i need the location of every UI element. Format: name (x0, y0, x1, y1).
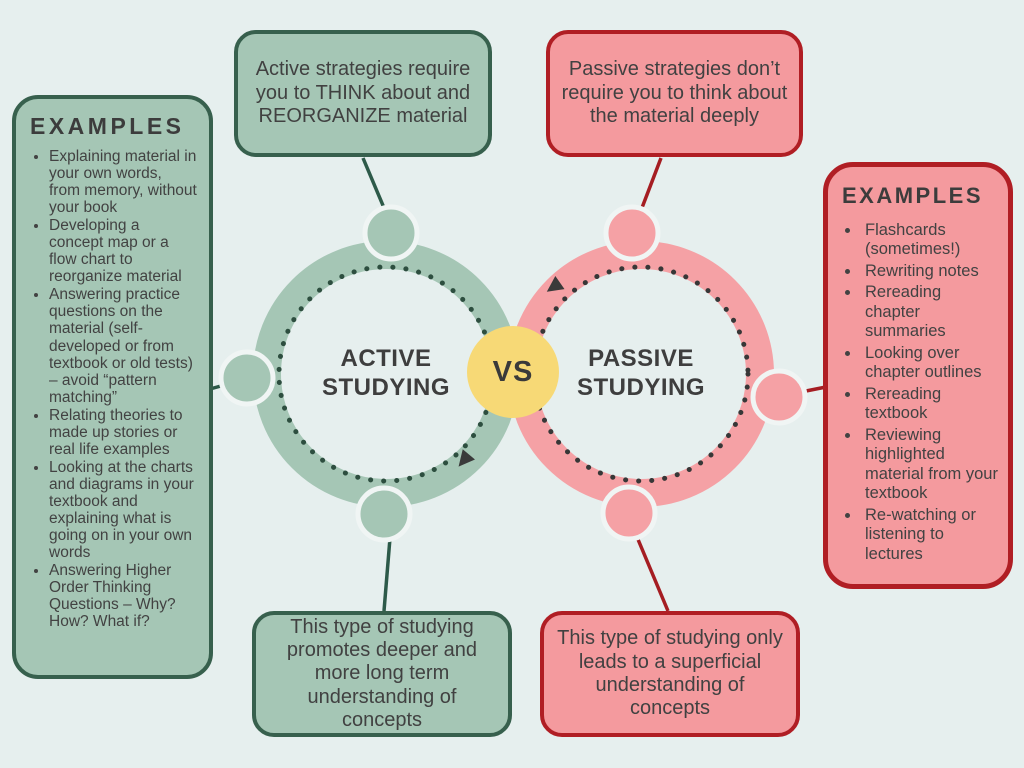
active-outcome-callout: This type of studying promotes deeper an… (252, 611, 512, 737)
active-direction-arrow-icon (458, 449, 475, 467)
passive-node-right (750, 368, 808, 426)
list-item: Answering practice questions on the mate… (49, 286, 197, 405)
active-node-bottom (355, 485, 413, 543)
passive-outcome-text: This type of studying only leads to a su… (557, 627, 783, 720)
list-item: Re-watching or listening to lectures (861, 506, 1000, 564)
passive-direction-arrow-icon (546, 276, 565, 292)
passive-strategy-callout: Passive strategies don’t require you to … (546, 30, 803, 157)
passive-node-top (603, 204, 661, 262)
list-item: Rereading chapter summaries (861, 283, 1000, 341)
vs-label: VS (492, 355, 534, 388)
passive-examples-list: Flashcards (sometimes!) Rewriting notesRe… (842, 221, 1000, 564)
list-item: Looking over chapter outlines (861, 344, 1000, 383)
passive-examples-title: EXAMPLES (842, 183, 984, 208)
vs-badge: VS (467, 326, 559, 418)
list-item: Developing a concept map or a flow chart… (49, 217, 197, 285)
active-examples-panel: EXAMPLES Explaining material in your own… (12, 95, 213, 679)
list-item: Flashcards (sometimes!) (861, 221, 1000, 260)
passive-examples-panel: EXAMPLES Flashcards (sometimes!) Rewritin… (823, 162, 1013, 589)
connector-active-bottom (382, 537, 392, 612)
passive-ring-label: PASSIVE STUDYING (576, 345, 705, 401)
connector-passive-top (638, 157, 663, 214)
active-strategy-callout: Active strategies require you to THINK a… (234, 30, 492, 157)
list-item: Explaining material in your own words, f… (49, 148, 197, 216)
list-item: Rereading textbook (861, 385, 1000, 424)
connector-active-top (361, 157, 389, 216)
list-item: Looking at the charts and diagrams in yo… (49, 459, 197, 561)
passive-strategy-text: Passive strategies don’t require you to … (561, 58, 788, 128)
active-node-left (218, 349, 276, 407)
active-examples-list: Explaining material in your own words, f… (30, 148, 197, 630)
list-item: Reviewing highlighted material from your… (861, 426, 1000, 504)
active-ring-label: ACTIVE STUDYING (321, 345, 450, 401)
list-item: Rewriting notes (861, 262, 1000, 281)
list-item: Answering Higher Order Thinking Question… (49, 562, 197, 630)
active-outcome-text: This type of studying promotes deeper an… (286, 615, 478, 732)
active-strategy-text: Active strategies require you to THINK a… (255, 58, 471, 128)
passive-dotted-cycle (531, 264, 751, 484)
passive-node-bottom (600, 484, 658, 542)
connector-passive-bottom (635, 536, 670, 612)
passive-outcome-callout: This type of studying only leads to a su… (540, 611, 800, 737)
active-examples-title: EXAMPLES (30, 113, 185, 139)
active-node-top (362, 204, 420, 262)
list-item: Relating theories to made up stories or … (49, 407, 197, 458)
